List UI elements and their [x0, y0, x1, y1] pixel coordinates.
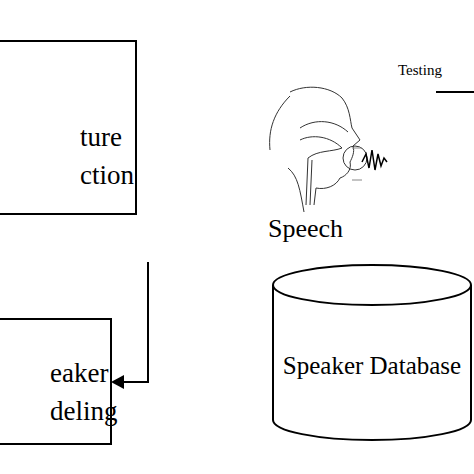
head-back — [270, 96, 290, 150]
vocal-tract — [310, 160, 312, 205]
sound-wave — [362, 150, 387, 170]
head-illustration — [270, 87, 387, 212]
cylinder-body — [273, 285, 471, 440]
leader-line — [436, 91, 474, 93]
node-text: Speaker Database — [272, 350, 472, 382]
cylinder-top — [273, 265, 471, 305]
nasal-cavity — [300, 122, 348, 132]
leader-line — [122, 262, 148, 382]
database-cylinder: Speaker Database — [272, 264, 472, 442]
node-text: eaker deling — [50, 354, 117, 430]
arrow-head — [111, 375, 124, 389]
vocal-tract — [306, 158, 308, 205]
face-profile — [290, 87, 360, 205]
node-text: ture ction — [80, 118, 134, 194]
tongue — [300, 137, 342, 158]
pointer-line — [352, 180, 362, 181]
process-box: ture ction — [0, 40, 137, 215]
connector-line — [122, 262, 148, 382]
pointer-line — [352, 148, 362, 149]
stage-label: Testing — [398, 62, 442, 79]
input-label: Speech — [268, 214, 343, 244]
process-box: eaker deling — [0, 318, 112, 445]
neck-line — [288, 168, 304, 212]
